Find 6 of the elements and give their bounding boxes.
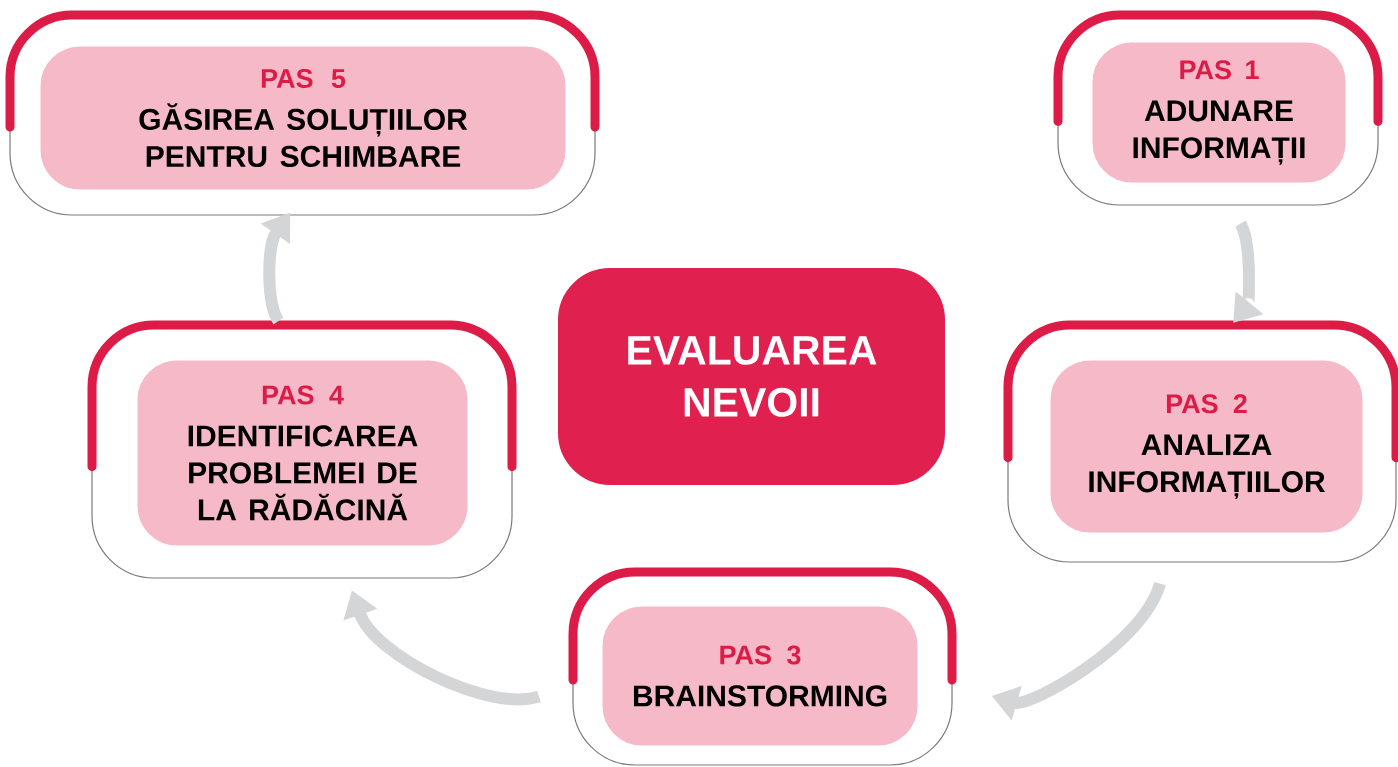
- step-box: PAS 2 ANALIZA INFORMAȚIILOR: [1003, 320, 1398, 563]
- step-box: PAS 3 BRAINSTORMING: [568, 567, 957, 766]
- step-box: PAS 5 GĂSIREA SOLUȚIILOR PENTRU SCHIMBARE: [5, 10, 600, 216]
- title-box: EVALUAREA NEVOII: [552, 262, 951, 491]
- step-box: PAS 1 ADUNARE INFORMAȚII: [1053, 10, 1383, 206]
- step-box: PAS 4 IDENTIFICAREA PROBLEMEI DE LA RĂDĂCINĂ: [87, 320, 517, 579]
